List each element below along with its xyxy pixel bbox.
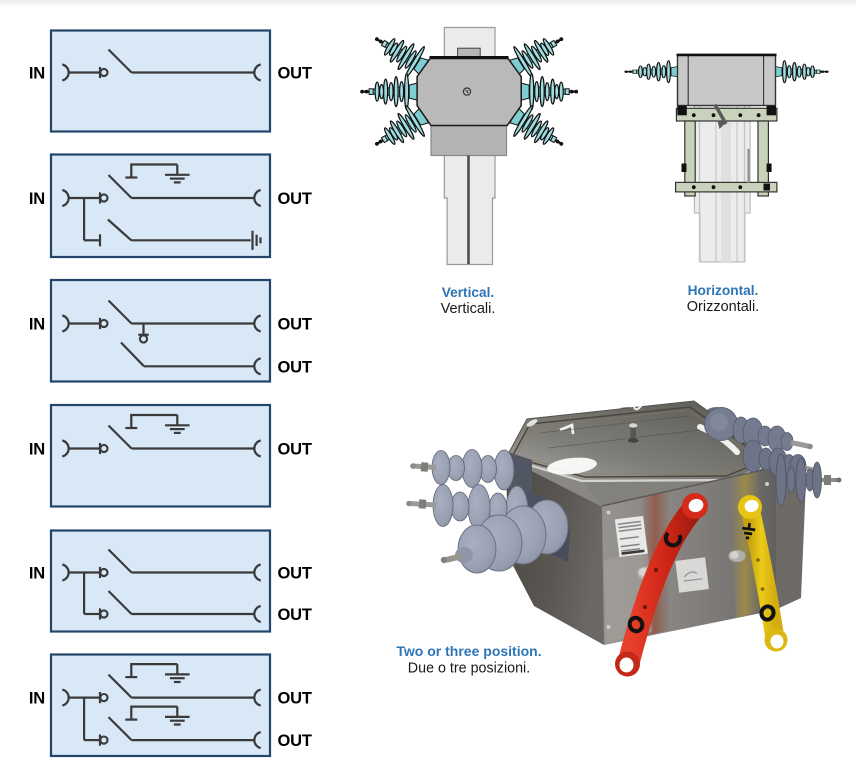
svg-text:IN: IN	[29, 441, 45, 459]
svg-text:IN: IN	[29, 316, 45, 334]
svg-text:IN: IN	[29, 565, 45, 583]
svg-text:OUT: OUT	[278, 65, 312, 83]
svg-text:Verticali.: Verticali.	[441, 301, 496, 317]
svg-text:Horizontal.: Horizontal.	[688, 283, 759, 298]
svg-text:Due o tre posizioni.: Due o tre posizioni.	[408, 661, 530, 677]
svg-text:OUT: OUT	[278, 190, 312, 208]
svg-text:OUT: OUT	[278, 565, 312, 583]
svg-text:IN: IN	[29, 190, 45, 208]
svg-text:OUT: OUT	[278, 358, 312, 376]
svg-text:OUT: OUT	[278, 732, 312, 750]
svg-text:Orizzontali.: Orizzontali.	[687, 299, 760, 315]
svg-text:IN: IN	[29, 690, 45, 708]
svg-text:OUT: OUT	[278, 690, 312, 708]
svg-text:OUT: OUT	[278, 316, 312, 334]
svg-text:Vertical.: Vertical.	[442, 285, 495, 300]
svg-text:Two or three position.: Two or three position.	[396, 643, 541, 659]
svg-text:OUT: OUT	[278, 441, 312, 459]
svg-text:IN: IN	[29, 65, 45, 83]
svg-text:OUT: OUT	[278, 606, 312, 624]
